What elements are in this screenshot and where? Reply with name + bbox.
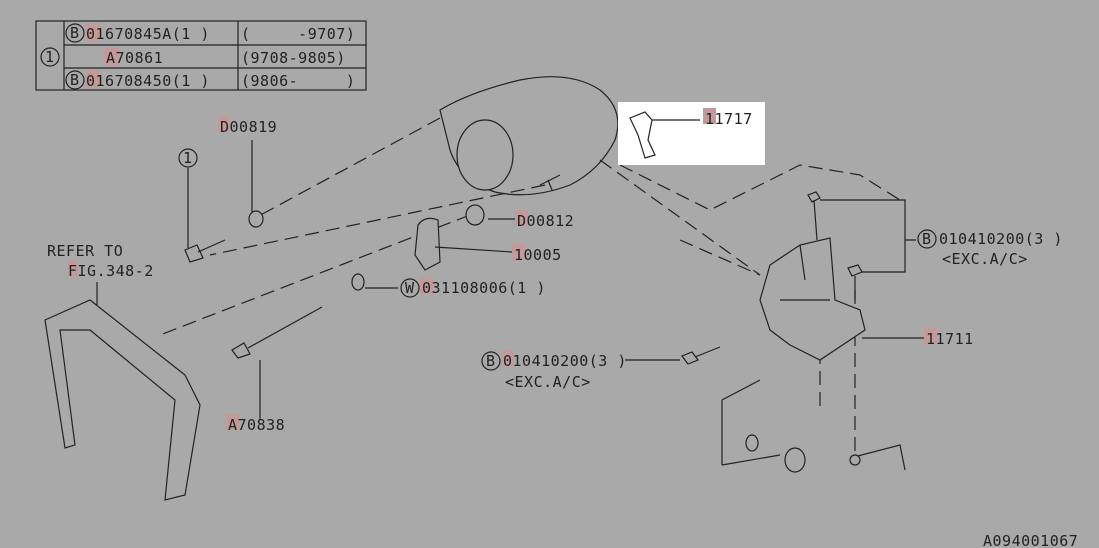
table-part-3[interactable]: 016708450(1 ) [86, 72, 210, 90]
drive-belt [44, 299, 201, 501]
note-exc-ac-lower: <EXC.A/C> [505, 373, 591, 391]
washer-prefix: W [405, 279, 415, 297]
diagram-id: A094001067 [983, 532, 1078, 548]
table-range-3: (9806- ) [241, 72, 355, 90]
label-11711[interactable]: 11711 [926, 330, 974, 348]
bracket-drawing [721, 237, 906, 473]
bolt-prefix: B [70, 24, 80, 42]
bolt-prefix: B [486, 352, 496, 370]
alternator-drawing [439, 76, 619, 196]
fig-ref-link[interactable]: FIG.348-2 [68, 262, 154, 280]
label-d00819[interactable]: D00819 [220, 118, 277, 136]
bolt-prefix: B [70, 71, 80, 89]
label-11717[interactable]: 11717 [705, 110, 753, 128]
parts-table: 1 B 01670845A(1 ) ( -9707) A70861 (9708-… [35, 20, 367, 91]
table-part-2[interactable]: A70861 [106, 49, 163, 67]
label-d00812[interactable]: D00812 [517, 212, 574, 230]
table-range-1: ( -9707) [241, 25, 355, 43]
label-10005[interactable]: 10005 [514, 246, 562, 264]
bolt-prefix: B [922, 230, 932, 248]
table-part-1[interactable]: 01670845A(1 ) [86, 25, 210, 43]
label-010410200-upper[interactable]: 010410200(3 ) [939, 230, 1063, 248]
label-a70838[interactable]: A70838 [228, 416, 285, 434]
ref-marker: 1 [183, 149, 193, 167]
table-range-2: (9708-9805) [241, 49, 346, 67]
refer-to-label: REFER TO [47, 242, 123, 260]
note-exc-ac-upper: <EXC.A/C> [942, 250, 1028, 268]
table-ref-marker: 1 [45, 48, 55, 66]
label-031108006[interactable]: 031108006(1 ) [422, 279, 546, 297]
label-010410200-lower[interactable]: 010410200(3 ) [503, 352, 627, 370]
